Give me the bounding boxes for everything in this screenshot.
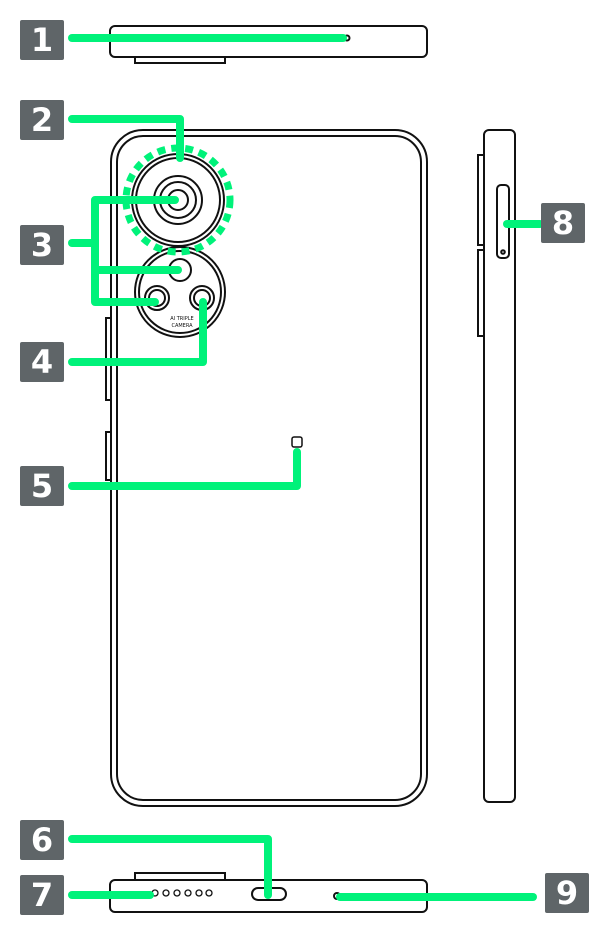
callout-badge-4: 4 [20, 342, 64, 382]
speaker-holes [151, 889, 213, 897]
callout-badge-2: 2 [20, 100, 64, 140]
callout-badge-7: 7 [20, 875, 64, 915]
callout-badge-6: 6 [20, 820, 64, 860]
callout-lines [68, 34, 544, 901]
nfc-icon [291, 436, 303, 448]
callout-badge-1: 1 [20, 20, 64, 60]
phone-back-view [105, 129, 428, 807]
callout-badge-8: 8 [541, 203, 585, 243]
phone-side-view [477, 129, 516, 803]
camera-text-2: CAMERA [171, 323, 193, 329]
phone-top-view [109, 25, 428, 64]
callout-badge-3: 3 [20, 225, 64, 265]
callout-badge-5: 5 [20, 466, 64, 506]
callout-badge-9: 9 [545, 873, 589, 913]
camera-text-1: AI TRIPLE [170, 316, 193, 322]
